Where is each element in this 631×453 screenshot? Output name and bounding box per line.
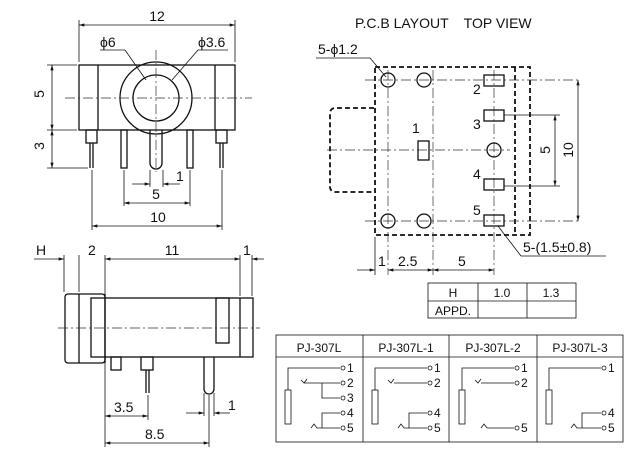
pin-2: 2 — [347, 376, 354, 390]
pad-label-4: 4 — [473, 166, 481, 182]
pad-label-1: 1 — [412, 120, 420, 136]
dim-h: H — [36, 242, 46, 258]
pin-5: 5 — [347, 421, 354, 435]
pin-4: 4 — [608, 406, 615, 420]
dim-inner-dia: ϕ3.6 — [198, 34, 226, 50]
dim-pin-spacing: 5 — [152, 186, 160, 202]
dim-5v: 5 — [537, 146, 553, 154]
pin-1: 1 — [521, 361, 528, 375]
pin-5: 5 — [608, 421, 615, 435]
dim-5h: 5 — [458, 253, 466, 269]
dim-width: 12 — [149, 8, 165, 24]
side-view: H 2 11 1 3.5 1 8.5 — [34, 242, 264, 447]
dim-1: 1 — [378, 253, 386, 269]
model-pj-307l-3: PJ-307L-3 — [552, 341, 608, 355]
appd-label: APPD. — [435, 304, 471, 318]
pin-3: 3 — [347, 391, 354, 405]
dim-pin-len: 3 — [31, 142, 47, 150]
pad-label-3: 3 — [473, 116, 481, 132]
dim-pin2: 8.5 — [145, 426, 165, 442]
dim-10: 10 — [560, 142, 576, 158]
pin-4: 4 — [347, 406, 354, 420]
front-view: 12 ϕ6 ϕ3.6 5 3 1 5 10 — [31, 8, 252, 230]
schematic-table: PJ-307L PJ-307L-1 PJ-307L-2 PJ-307L-3 1 … — [275, 334, 624, 443]
schematic-pj-307l-2: 1 2 5 — [458, 361, 528, 435]
pcb-title: P.C.B LAYOUT TOP VIEW — [355, 15, 532, 31]
h-table: H 1.0 1.3 APPD. — [427, 282, 577, 319]
h-value-2: 1.3 — [543, 286, 560, 300]
dim-pin1: 3.5 — [114, 399, 134, 415]
pin-5: 5 — [521, 421, 528, 435]
dim-height: 5 — [31, 90, 47, 98]
model-pj-307l-1: PJ-307L-1 — [378, 341, 434, 355]
dim-pin-width: 1 — [176, 168, 184, 184]
pin-1: 1 — [347, 361, 354, 375]
pin-4: 4 — [434, 406, 441, 420]
pcb-layout: P.C.B LAYOUT TOP VIEW 1 2 3 4 5 5-ϕ1.2 5… — [316, 15, 606, 275]
dim-body: 11 — [165, 242, 180, 258]
pin-2: 2 — [434, 376, 441, 390]
model-pj-307l: PJ-307L — [297, 341, 342, 355]
pad-note: 5-(1.5±0.8) — [523, 239, 591, 255]
model-pj-307l-2: PJ-307L-2 — [465, 341, 521, 355]
schematic-pj-307l: 1 2 3 4 5 — [284, 361, 354, 435]
pin-1: 1 — [434, 361, 441, 375]
pin-2: 2 — [521, 376, 528, 390]
hole-note: 5-ϕ1.2 — [318, 41, 358, 57]
dim-2-5: 2.5 — [398, 253, 418, 269]
schematic-pj-307l-1: 1 2 4 5 — [371, 361, 441, 435]
dim-end: 1 — [243, 242, 251, 258]
dim-cap: 2 — [88, 242, 96, 258]
pad-label-5: 5 — [473, 202, 481, 218]
dim-outer-pins: 10 — [150, 209, 166, 225]
pad-label-2: 2 — [473, 81, 481, 97]
pin-1: 1 — [608, 361, 615, 375]
dim-outer-dia: ϕ6 — [100, 34, 116, 50]
dim-pin-width-side: 1 — [228, 397, 236, 413]
h-value-1: 1.0 — [494, 286, 511, 300]
schematic-pj-307l-3: 1 4 5 — [545, 361, 615, 435]
pin-5: 5 — [434, 421, 441, 435]
h-header: H — [449, 286, 458, 300]
